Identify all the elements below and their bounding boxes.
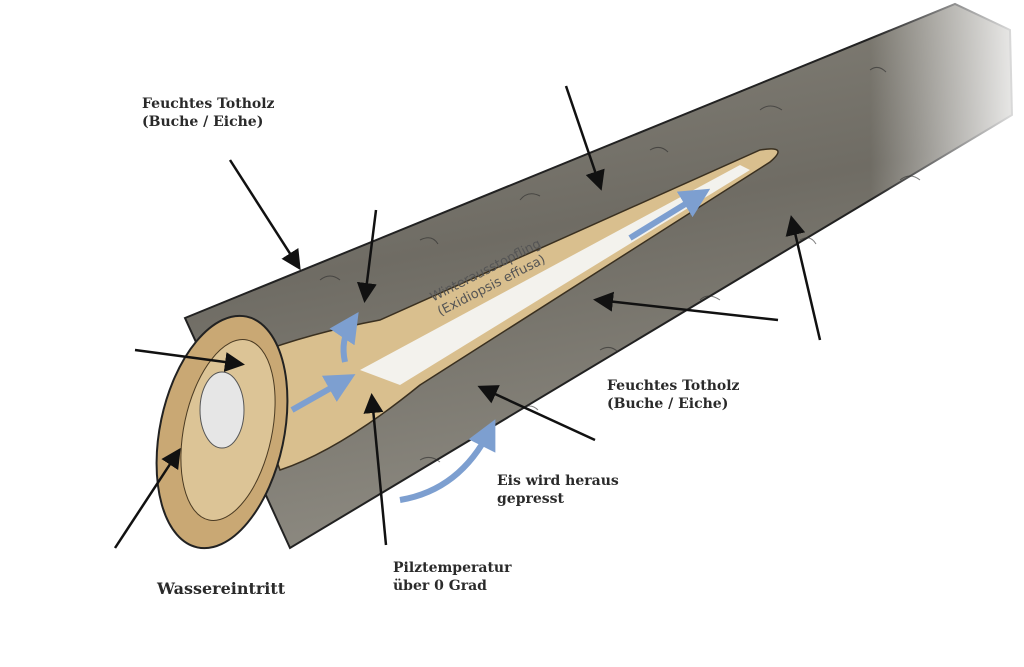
arrow-icon: [356, 209, 378, 303]
arrow-icon: [113, 447, 181, 549]
arrow-icon: [785, 215, 822, 341]
blue-arrow-icon: [329, 312, 359, 363]
blue-arrow-icon: [399, 419, 496, 503]
blue-arrow-icon: [628, 188, 711, 241]
blue-arrow-icon: [290, 374, 356, 413]
fungus-core: [199, 371, 245, 449]
label-line: Pilztemperatur: [393, 560, 512, 576]
label-line: (Buche / Eiche): [607, 396, 729, 412]
arrow-icon: [363, 393, 388, 546]
label-fungus-temperature: Pilztemperatur über 0 Grad: [393, 559, 511, 595]
arrow-icon: [564, 85, 605, 191]
label-dead-wood-top: Feuchtes Totholz (Buche / Eiche): [142, 95, 275, 131]
label-line: Feuchtes Totholz: [607, 378, 740, 394]
arrow-icon: [477, 385, 596, 442]
fungus-layer: [360, 165, 750, 385]
label-water-entry: Wassereintritt: [157, 579, 286, 598]
label-line: gepresst: [497, 491, 564, 507]
label-line: Eis wird heraus: [497, 473, 619, 489]
arrow-icon: [228, 159, 301, 271]
bark-texture: [319, 66, 921, 463]
blue-arrows: [290, 188, 711, 503]
arrow-icon: [593, 291, 779, 322]
label-line: Feuchtes Totholz: [142, 96, 275, 112]
label-ice-pressed: Eis wird heraus gepresst: [497, 472, 619, 508]
black-arrows: [113, 85, 822, 549]
label-line: über 0 Grad: [393, 578, 487, 594]
arrow-icon: [134, 348, 245, 372]
label-line: (Buche / Eiche): [142, 114, 264, 130]
label-dead-wood-right: Feuchtes Totholz (Buche / Eiche): [607, 377, 740, 413]
